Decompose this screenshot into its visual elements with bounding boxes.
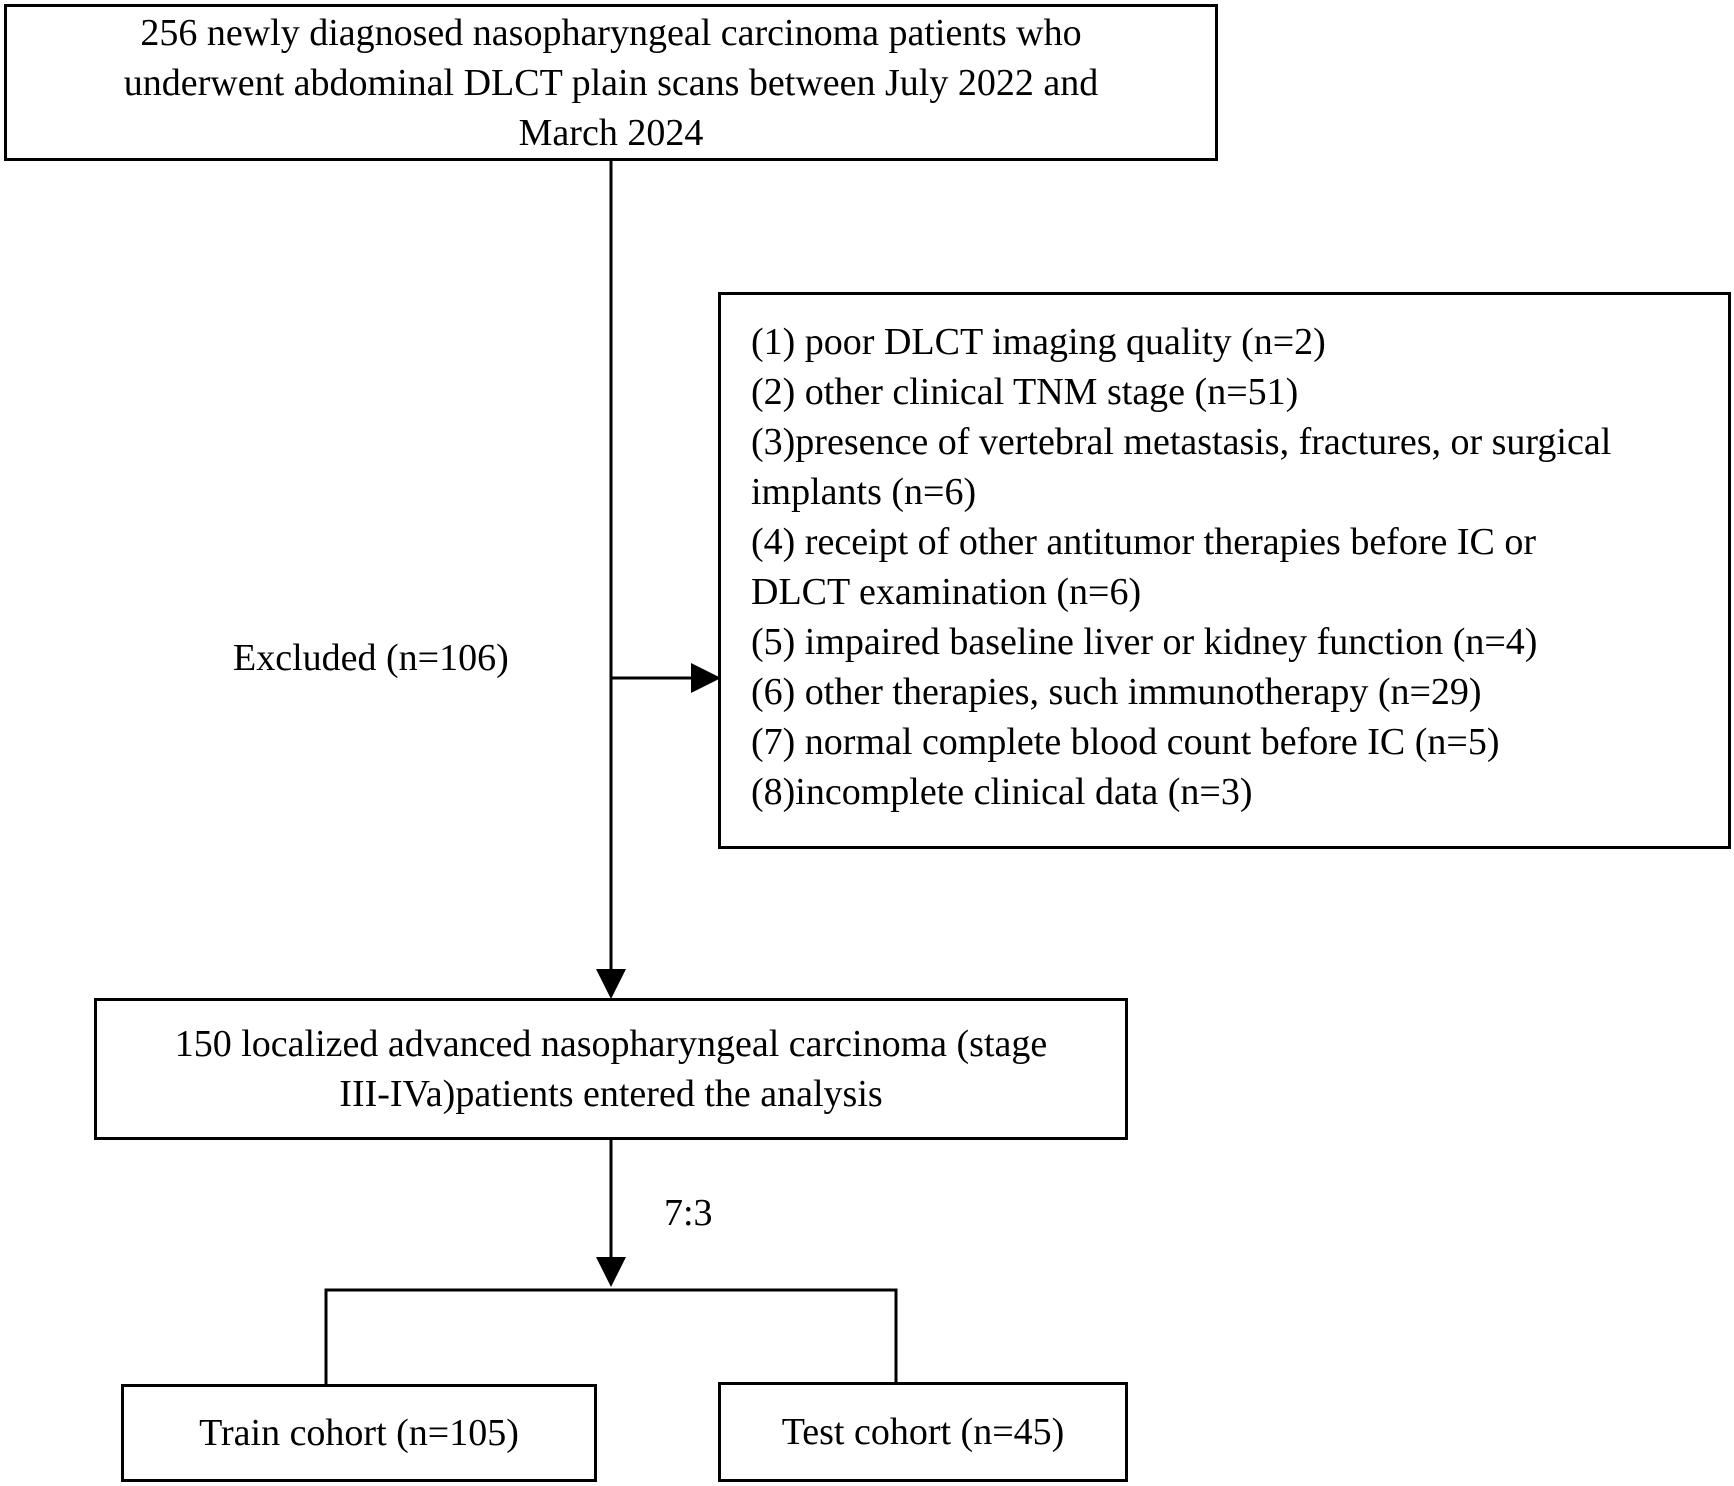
exclusion-line: (2) other clinical TNM stage (n=51) xyxy=(751,371,1299,413)
analysis-cohort-line-2: III-IVa)patients entered the analysis xyxy=(339,1073,883,1115)
train-cohort-box: Train cohort (n=105) xyxy=(121,1384,597,1482)
exclusion-line: (8)incomplete clinical data (n=3) xyxy=(751,771,1253,813)
exclusion-line: DLCT examination (n=6) xyxy=(751,571,1142,613)
exclusion-criteria-box: (1) poor DLCT imaging quality (n=2) (2) … xyxy=(718,292,1731,849)
exclusion-line: (1) poor DLCT imaging quality (n=2) xyxy=(751,321,1326,363)
test-cohort-label: Test cohort (n=45) xyxy=(781,1411,1065,1453)
exclusion-line: (5) impaired baseline liver or kidney fu… xyxy=(751,621,1538,663)
split-ratio-label: 7:3 xyxy=(664,1192,713,1234)
exclusion-line: (6) other therapies, such immunotherapy … xyxy=(751,671,1482,713)
train-cohort-label: Train cohort (n=105) xyxy=(199,1412,519,1454)
exclusion-criteria-list: (1) poor DLCT imaging quality (n=2) (2) … xyxy=(721,295,1728,817)
analysis-cohort-line-1: 150 localized advanced nasopharyngeal ca… xyxy=(174,1023,1048,1065)
exclusion-line: implants (n=6) xyxy=(751,471,977,513)
initial-cohort-line-3: March 2024 xyxy=(518,111,704,154)
exclusion-line: (3)presence of vertebral metastasis, fra… xyxy=(751,421,1612,463)
exclusion-line: (7) normal complete blood count before I… xyxy=(751,721,1500,763)
test-cohort-box: Test cohort (n=45) xyxy=(718,1382,1128,1482)
excluded-label: Excluded (n=106) xyxy=(233,637,509,679)
initial-cohort-line-2: underwent abdominal DLCT plain scans bet… xyxy=(123,61,1099,104)
analysis-cohort-box: 150 localized advanced nasopharyngeal ca… xyxy=(94,998,1128,1140)
split-bracket xyxy=(324,1288,898,1384)
exclusion-line: (4) receipt of other antitumor therapies… xyxy=(751,521,1537,563)
initial-cohort-box: 256 newly diagnosed nasopharyngeal carci… xyxy=(4,4,1218,161)
initial-cohort-line-1: 256 newly diagnosed nasopharyngeal carci… xyxy=(140,11,1082,54)
